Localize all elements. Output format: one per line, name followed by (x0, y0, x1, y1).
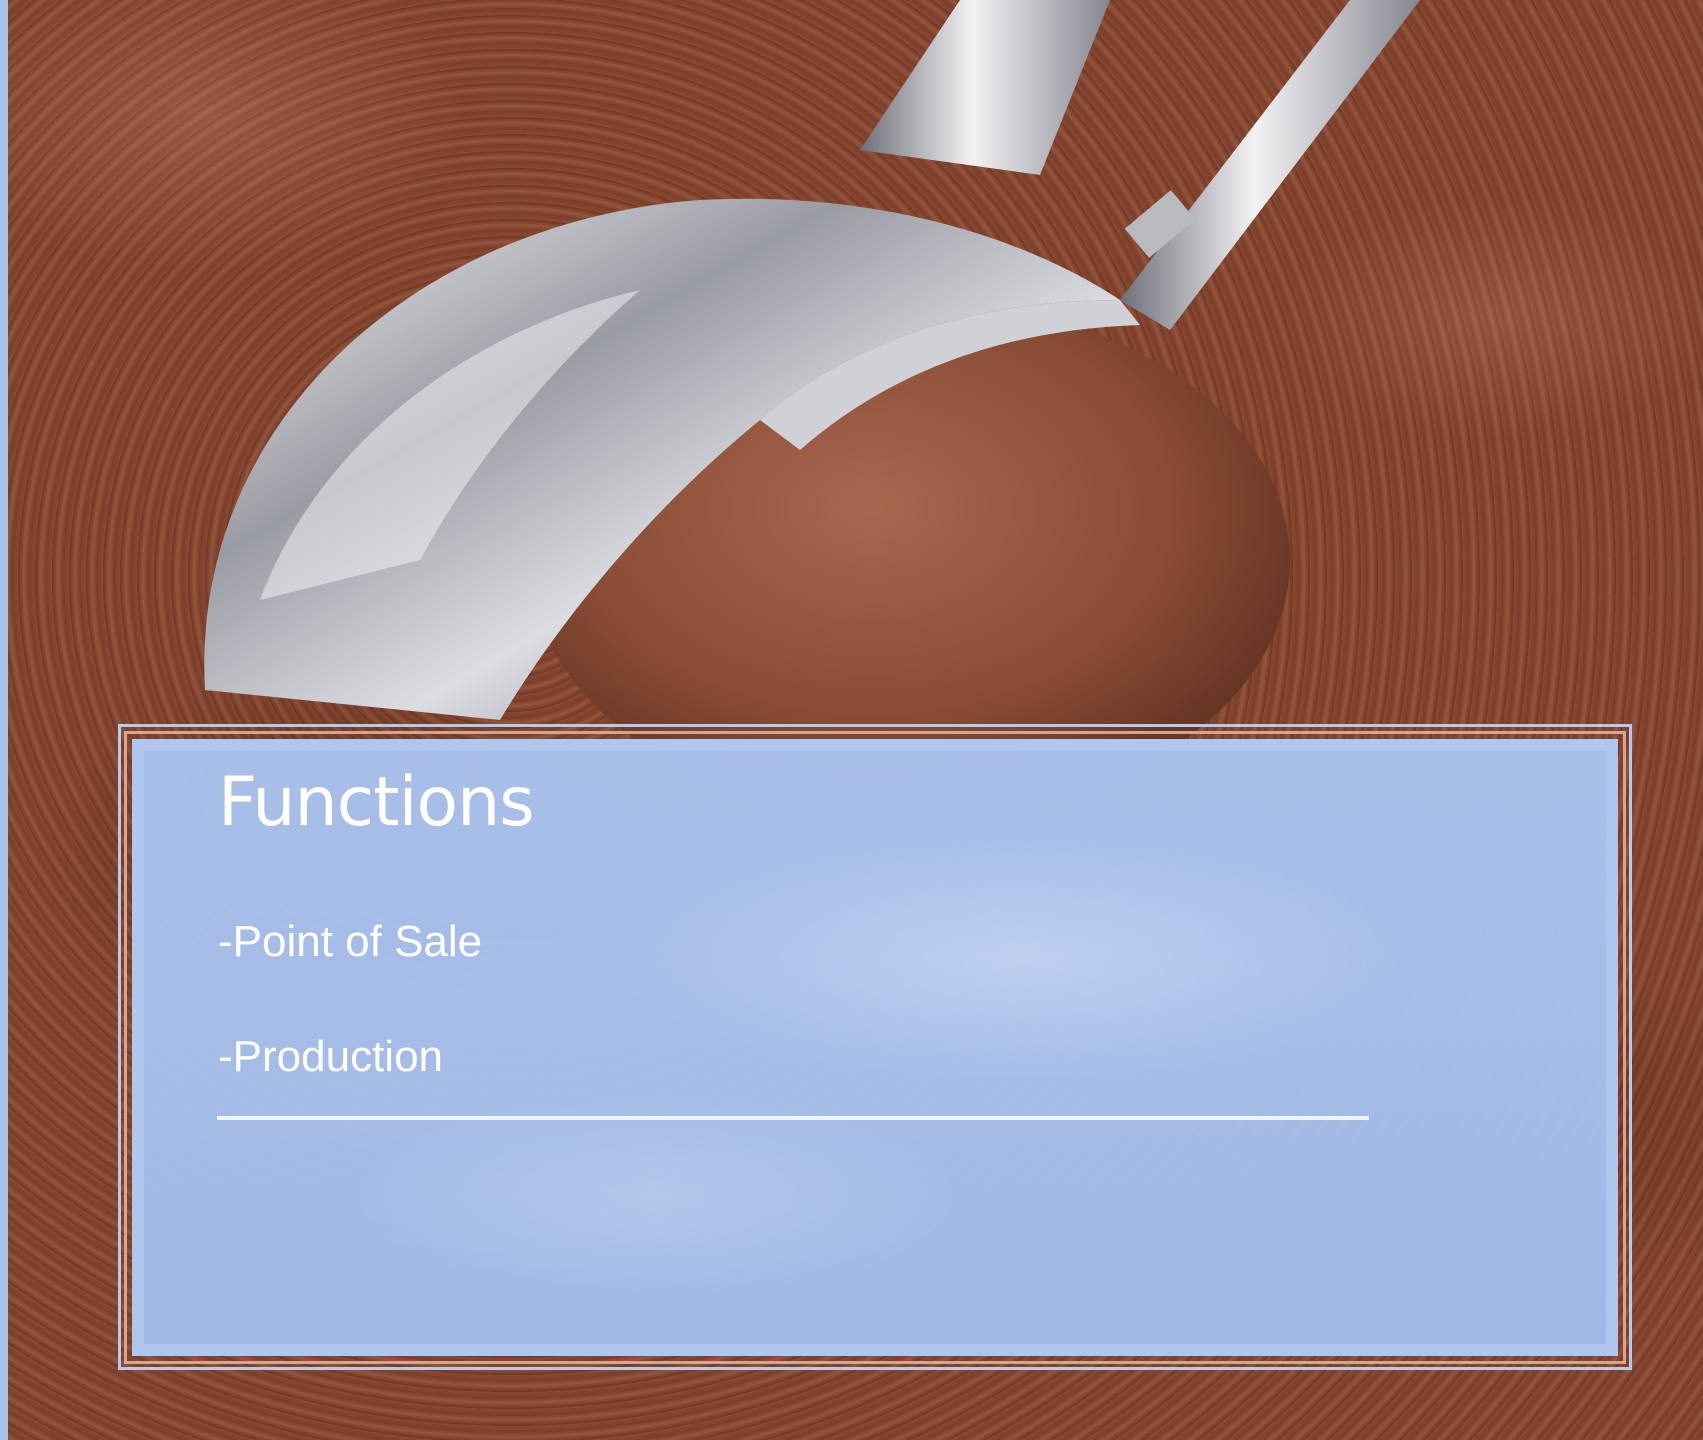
list-item: -Point of Sale (218, 917, 483, 966)
scoop-bowl (204, 198, 1140, 721)
left-edge-strip (0, 0, 8, 1440)
scoop-handle (860, 0, 1420, 330)
panel-outer-border (118, 724, 1632, 1370)
content-panel (132, 739, 1618, 1356)
slide-title: Functions (218, 763, 535, 842)
panel-accent-frame (124, 731, 1626, 1364)
divider-line (217, 1116, 1369, 1120)
list-item: -Production (218, 1032, 444, 1081)
